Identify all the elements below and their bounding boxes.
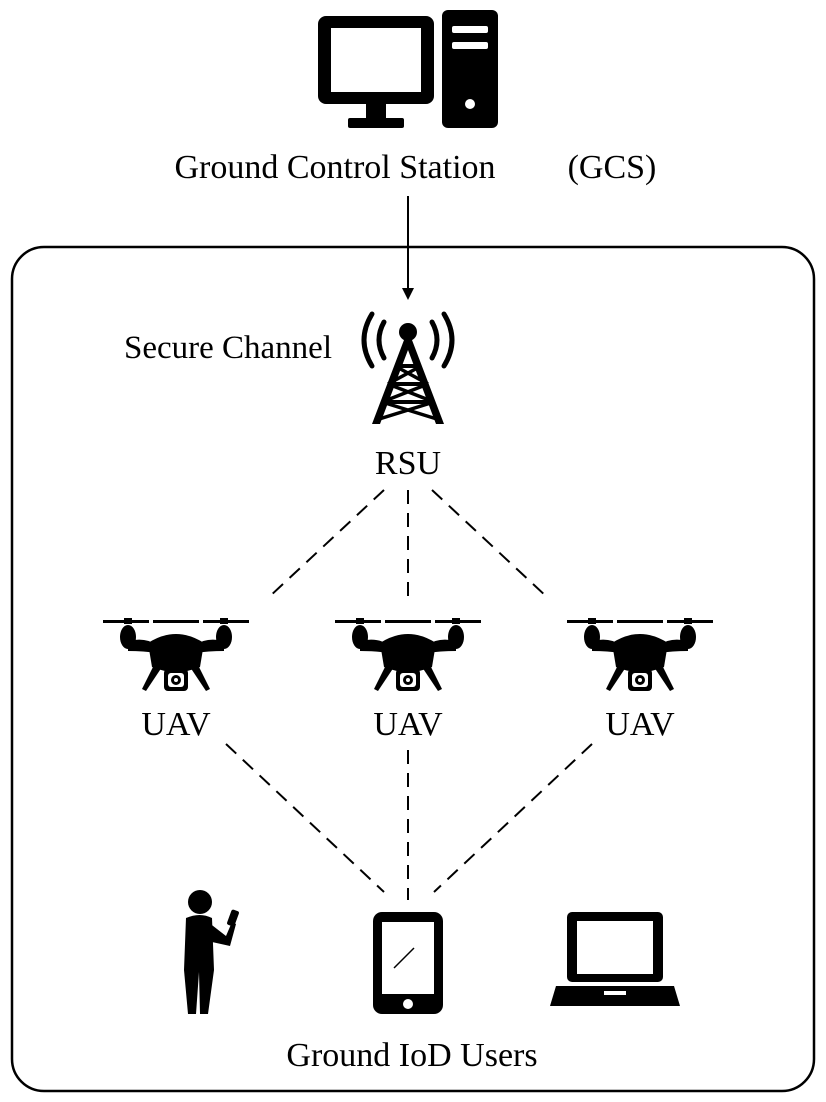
uav-label-center: UAV [373, 706, 443, 743]
drone-icon [567, 618, 713, 691]
secure-channel-label: Secure Channel [124, 330, 332, 366]
rsu-uav-link-right [431, 489, 549, 599]
uav-user-link-left [225, 743, 385, 893]
drone-icon [335, 618, 481, 691]
gcs-abbreviation: (GCS) [568, 149, 657, 186]
rsu-uav-link-left [267, 489, 385, 599]
gcs-label: Ground Control Station [174, 149, 495, 186]
rsu-label: RSU [375, 445, 441, 482]
laptop-icon [550, 912, 680, 1006]
desktop-computer-icon [318, 10, 498, 128]
tablet-icon [373, 912, 443, 1014]
uav-label-left: UAV [141, 706, 211, 743]
radio-tower-icon [361, 311, 455, 424]
uav-label-right: UAV [605, 706, 675, 743]
person-with-phone-icon [184, 890, 239, 1014]
drone-icon [103, 618, 249, 691]
network-boundary-frame [10, 245, 816, 1093]
uav-user-link-right [433, 743, 593, 893]
ground-users-label: Ground IoD Users [286, 1037, 537, 1074]
